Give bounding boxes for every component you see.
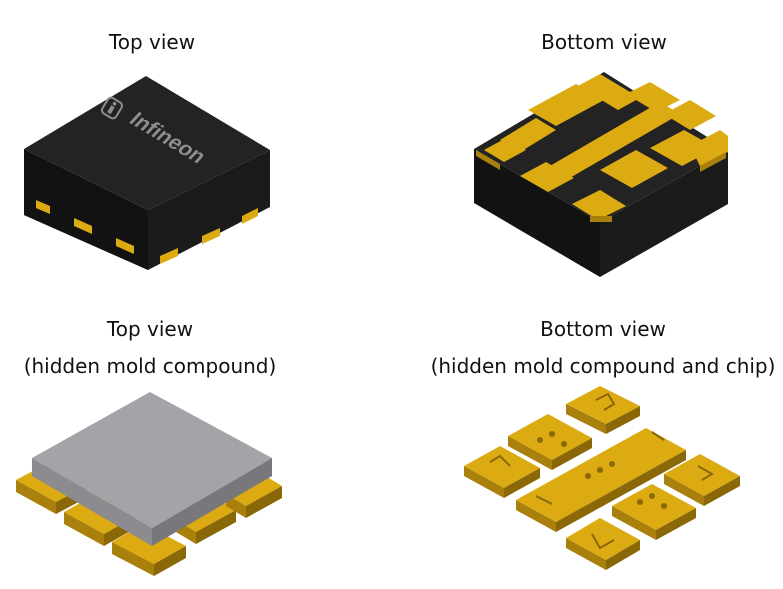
infineon-logo-icon — [100, 96, 124, 120]
pad — [484, 138, 526, 162]
edge-pad — [242, 208, 258, 224]
exposed-pad — [508, 414, 592, 470]
mold-top-face — [24, 76, 270, 210]
leadframe-pad — [226, 474, 282, 518]
exposed-pad — [566, 386, 640, 434]
package-bottom-view-hidden — [464, 386, 740, 570]
package-top-view: Infineon — [24, 76, 270, 270]
pad — [520, 162, 574, 192]
caption-top-view-hidden-sub: (hidden mold compound) — [23, 354, 277, 378]
bottom-right-face — [600, 150, 728, 277]
center-pad — [536, 102, 680, 186]
edge-pad — [700, 152, 726, 172]
exposed-pad — [566, 518, 640, 570]
package-edge-pads — [36, 200, 258, 264]
caption-bottom-view: Bottom view — [541, 30, 667, 54]
chip-top-face — [32, 392, 272, 528]
caption-top-view-hidden: Top view — [106, 317, 194, 341]
pad — [600, 150, 668, 188]
exposed-pad — [464, 446, 540, 498]
pad — [650, 130, 716, 166]
package-top-view-hidden-mold — [16, 392, 282, 576]
pad — [572, 190, 626, 220]
edge-pad — [202, 228, 220, 244]
caption-bottom-view-hidden: Bottom view — [540, 317, 666, 341]
exposed-pads — [464, 386, 740, 570]
edge-pad — [116, 238, 134, 254]
pad — [690, 130, 728, 166]
bottom-left-face — [474, 149, 600, 277]
edge-pad — [74, 218, 92, 234]
caption-top-view: Top view — [108, 30, 196, 54]
pad — [664, 100, 716, 130]
bottom-edge-pads — [476, 150, 726, 222]
bottom-pads — [484, 74, 728, 220]
mold-right-face — [148, 150, 270, 270]
edge-pad — [476, 150, 500, 170]
caption-bottom-view-hidden-sub: (hidden mold compound and chip) — [430, 354, 776, 378]
exposed-pad — [612, 484, 696, 540]
chip-left-face — [32, 458, 152, 546]
pad — [578, 74, 640, 110]
exposed-pad — [664, 454, 740, 506]
edge-pad — [36, 200, 50, 214]
package-bottom-view — [474, 72, 728, 277]
edge-pad — [590, 216, 612, 222]
chip-right-face — [152, 458, 272, 546]
pad — [528, 84, 604, 126]
pad — [626, 82, 680, 112]
exposed-center-pad — [516, 428, 686, 532]
edge-pad — [160, 248, 178, 264]
